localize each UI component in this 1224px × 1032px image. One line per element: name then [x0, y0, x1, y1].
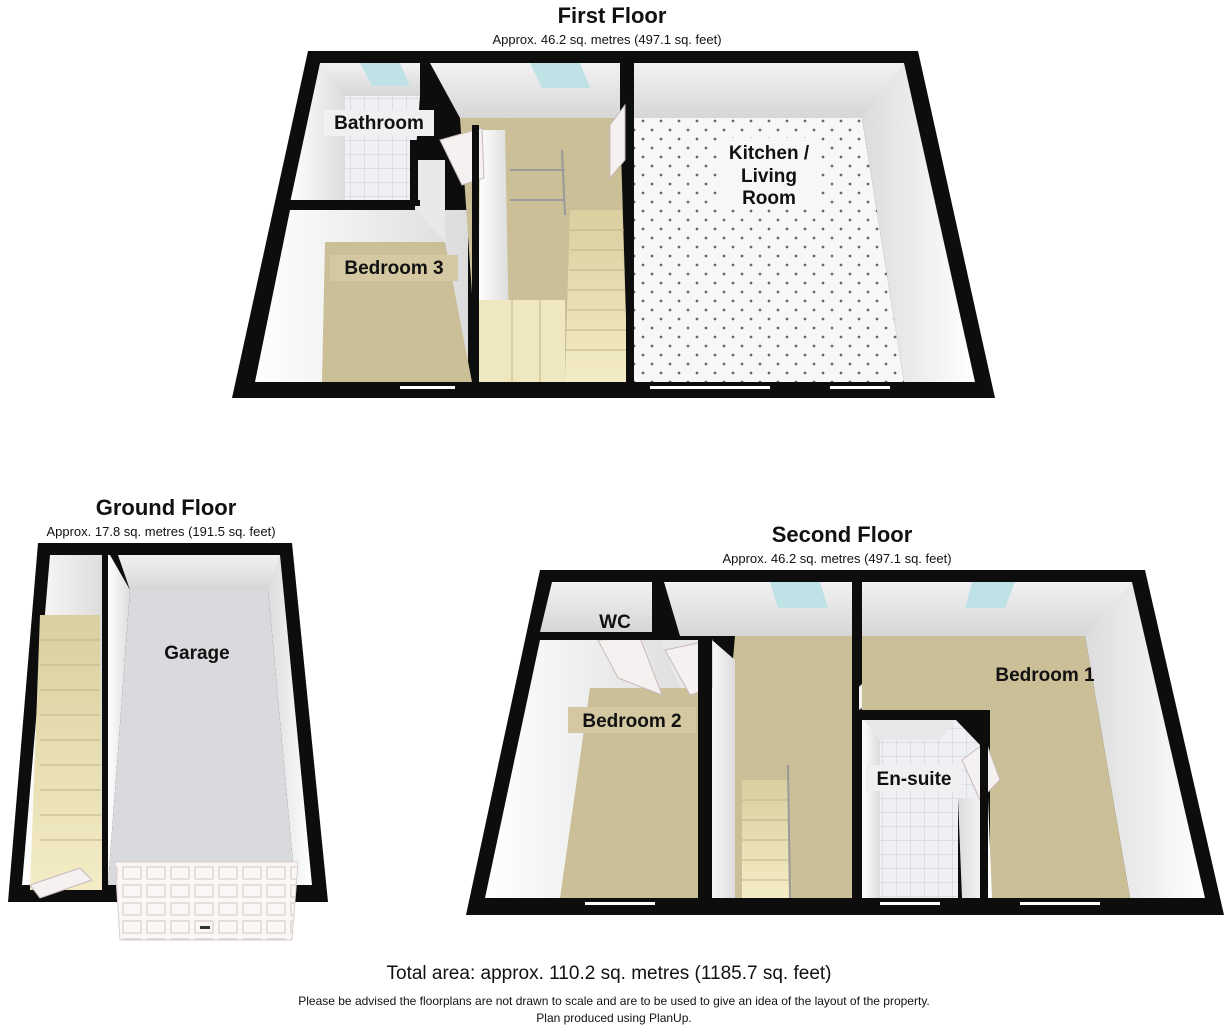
- kitchen-label-line1: Kitchen /: [729, 143, 810, 164]
- bedroom-3-label: Bedroom 3: [344, 258, 443, 279]
- kitchen-living-room: [634, 63, 975, 382]
- door-icon: [609, 103, 626, 180]
- disclaimer-text: Please be advised the floorplans are not…: [298, 994, 930, 1008]
- bedroom-2-label: Bedroom 2: [582, 711, 681, 732]
- ground-floor-title: Ground Floor: [96, 495, 237, 520]
- first-floor-plan: Bathroom Bedroom 3 Kitchen / Living Room: [232, 51, 995, 398]
- credit-text: Plan produced using PlanUp.: [536, 1011, 691, 1025]
- kitchen-label-line3: Room: [742, 188, 796, 209]
- bathroom-label: Bathroom: [334, 113, 424, 134]
- second-floor-title: Second Floor: [772, 522, 913, 547]
- second-floor-area: Approx. 46.2 sq. metres (497.1 sq. feet): [722, 551, 951, 566]
- skylight-icon: [360, 63, 410, 86]
- total-area: Total area: approx. 110.2 sq. metres (11…: [387, 963, 832, 984]
- garage-room: [108, 555, 312, 885]
- first-floor-title: First Floor: [558, 3, 667, 28]
- skylight-icon: [530, 63, 590, 88]
- wc-label: WC: [599, 612, 631, 633]
- skylight-icon: [770, 582, 828, 608]
- first-floor-area: Approx. 46.2 sq. metres (497.1 sq. feet): [492, 32, 721, 47]
- garage-label: Garage: [164, 643, 229, 664]
- skylight-icon: [965, 582, 1015, 608]
- wc-room: [540, 582, 652, 632]
- second-floor-plan: WC Bedroom 2 Bedroom 1 En-suite: [466, 570, 1224, 915]
- second-floor-landing: [664, 582, 856, 899]
- bedroom-1-label: Bedroom 1: [995, 665, 1095, 686]
- bedroom-1-room: [862, 582, 1205, 898]
- ground-floor-plan: Garage: [8, 543, 328, 941]
- ensuite-label: En-suite: [877, 769, 952, 790]
- ground-floor-area: Approx. 17.8 sq. metres (191.5 sq. feet): [46, 524, 275, 539]
- first-floor-stairs: [478, 149, 628, 382]
- ensuite-room: [862, 718, 1001, 898]
- bedroom-2-room: [485, 640, 712, 898]
- garage-door-icon: [114, 861, 299, 941]
- kitchen-label-line2: Living: [741, 166, 797, 187]
- door-icon: [29, 867, 93, 899]
